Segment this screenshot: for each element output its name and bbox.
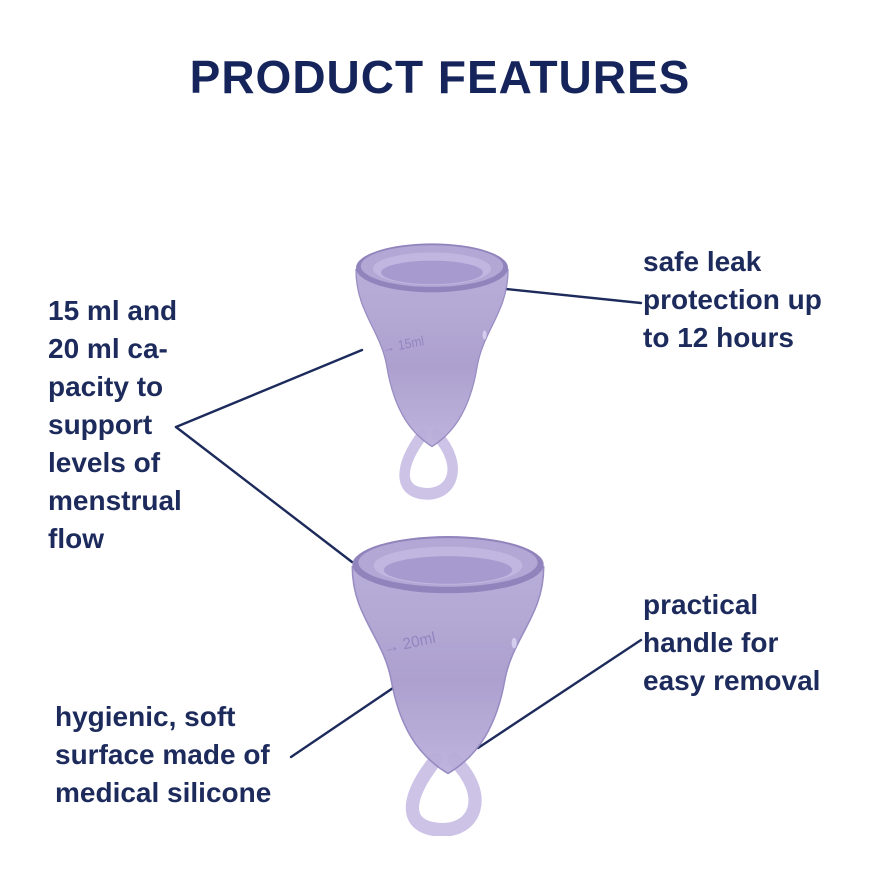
cup-dimple xyxy=(482,330,487,340)
annotation-capacity: 15 ml and 20 ml ca- pacity to support le… xyxy=(48,295,182,554)
annotation-leak-protection: safe leak protection up to 12 hours xyxy=(643,246,822,353)
cup-body xyxy=(355,269,509,448)
cup-opening-shadow xyxy=(381,260,483,285)
menstrual-cup-small: → 15ml xyxy=(343,228,521,500)
cup-dimple xyxy=(511,637,517,649)
cup-body xyxy=(351,565,545,775)
menstrual-cup-large-graphic: → 20ml xyxy=(351,536,545,836)
annotation-handle: practical handle for easy removal xyxy=(643,589,821,696)
page-title: PRODUCT FEATURES xyxy=(189,51,691,103)
cup-handle-loop xyxy=(405,752,482,836)
annotation-surface: hygienic, soft surface made of medical s… xyxy=(55,701,272,808)
menstrual-cup-small-graphic: → 15ml xyxy=(355,243,509,500)
menstrual-cup-large: → 20ml xyxy=(336,518,560,836)
cup-opening-shadow xyxy=(383,556,513,584)
cup-handle-loop xyxy=(399,428,458,500)
connector-line-leak xyxy=(504,287,643,305)
